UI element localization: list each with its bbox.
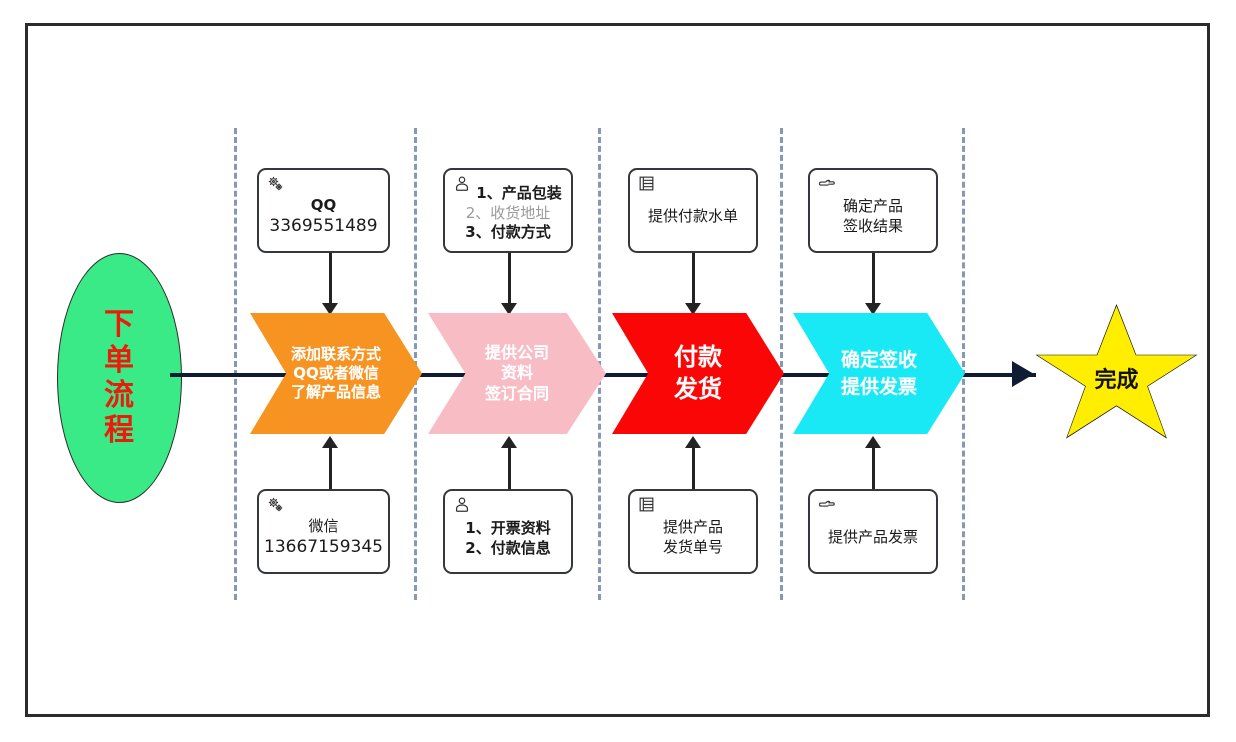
arrowhead-stage-1-top — [322, 303, 338, 315]
lane-divider-5 — [962, 128, 965, 600]
stage-1-label: 添加联系方式 QQ或者微信 了解产品信息 — [291, 345, 381, 403]
stage-2-label-line: 提供公司 — [484, 342, 549, 362]
note-line: 1、开票资料 — [465, 519, 551, 537]
note-stage-2-top[interactable]: 1、产品包装 2、收货地址 3、付款方式 — [443, 168, 573, 253]
note-stage-3-top-body: 提供付款水单 — [630, 170, 756, 251]
note-stage-4-top-body: 确定产品 签收结果 — [810, 170, 936, 251]
connector-stage-1-top — [329, 253, 332, 305]
document-list-icon — [637, 495, 657, 515]
stage-3-label: 付款 发货 — [674, 342, 722, 405]
connector-stage-1-bottom — [329, 446, 332, 491]
stage-3-label-line: 付款 — [674, 342, 722, 371]
note-line: 微信 — [308, 516, 339, 535]
note-stage-2-bottom-body: 1、开票资料 2、付款信息 — [445, 491, 571, 572]
connector-stage-4-bottom — [872, 446, 875, 491]
note-line: 签收结果 — [842, 216, 903, 235]
arrowhead-stage-4-bottom — [865, 436, 881, 448]
arrowhead-stage-2-top — [501, 303, 517, 315]
stage-2-label-line: 资料 — [500, 363, 533, 383]
note-line: 1、产品包装 — [476, 184, 562, 203]
note-stage-3-bottom[interactable]: 提供产品 发货单号 — [628, 489, 758, 574]
connector-stage-2-top — [508, 253, 511, 305]
person-icon — [452, 495, 472, 515]
note-stage-3-top[interactable]: 提供付款水单 — [628, 168, 758, 253]
note-stage-4-bottom-body: 提供产品发票 — [810, 491, 936, 572]
connector-stage-3-top — [692, 253, 695, 305]
note-line: 发货单号 — [662, 537, 723, 556]
pointing-hand-icon — [817, 495, 837, 515]
note-line: 13667159345 — [264, 537, 383, 558]
stage-4-label: 确定签收 提供发票 — [841, 347, 917, 399]
note-line: 2、收货地址 — [465, 203, 551, 222]
arrowhead-stage-3-bottom — [685, 436, 701, 448]
end-node-label: 完成 — [1094, 368, 1139, 393]
connector-stage-3-bottom — [692, 446, 695, 491]
note-stage-1-top-body: QQ 3369551489 — [259, 170, 388, 251]
note-stage-3-bottom-body: 提供产品 发货单号 — [630, 491, 756, 572]
note-stage-2-top-body: 1、产品包装 2、收货地址 3、付款方式 — [445, 170, 571, 251]
stage-3-label-line: 发货 — [674, 374, 722, 403]
lane-divider-4 — [780, 128, 783, 600]
note-line: 3、付款方式 — [465, 223, 551, 242]
gears-icon — [266, 495, 286, 515]
stage-1-label-line: QQ或者微信 — [293, 363, 379, 382]
note-line: QQ — [310, 195, 337, 214]
stage-2-label-line: 签订合同 — [484, 383, 549, 403]
note-line: 2、付款信息 — [465, 538, 551, 557]
note-line: 提供产品发票 — [827, 527, 918, 546]
start-node[interactable]: 下单流程 — [57, 253, 182, 503]
note-stage-1-bottom-body: 微信 13667159345 — [259, 491, 388, 572]
flow-arrowhead-end — [1012, 361, 1034, 387]
stage-2-label: 提供公司 资料 签订合同 — [485, 343, 549, 404]
note-line: 提供付款水单 — [647, 206, 738, 225]
stage-1-label-line: 添加联系方式 — [290, 344, 381, 363]
stage-1-label-line: 了解产品信息 — [290, 383, 381, 402]
stage-4-label-line: 确定签收 — [840, 349, 917, 372]
note-stage-4-bottom[interactable]: 提供产品发票 — [808, 489, 938, 574]
note-stage-2-bottom[interactable]: 1、开票资料 2、付款信息 — [443, 489, 573, 574]
start-node-label: 下单流程 — [104, 307, 135, 449]
pointing-hand-icon — [817, 174, 837, 194]
person-icon — [452, 174, 472, 194]
note-stage-4-top[interactable]: 确定产品 签收结果 — [808, 168, 938, 253]
document-list-icon — [637, 174, 657, 194]
note-stage-1-bottom[interactable]: 微信 13667159345 — [257, 489, 390, 574]
arrowhead-stage-3-top — [685, 303, 701, 315]
note-line: 确定产品 — [842, 197, 903, 215]
note-stage-1-top[interactable]: QQ 3369551489 — [257, 168, 390, 253]
connector-stage-2-bottom — [508, 446, 511, 491]
note-line: 提供产品 — [662, 518, 723, 536]
arrowhead-stage-4-top — [865, 303, 881, 315]
arrowhead-stage-1-bottom — [322, 436, 338, 448]
note-line: 3369551489 — [269, 216, 378, 237]
connector-stage-4-top — [872, 253, 875, 305]
gears-icon — [266, 174, 286, 194]
lane-divider-1 — [234, 128, 237, 600]
arrowhead-stage-2-bottom — [501, 436, 517, 448]
stage-4-label-line: 提供发票 — [840, 375, 917, 398]
